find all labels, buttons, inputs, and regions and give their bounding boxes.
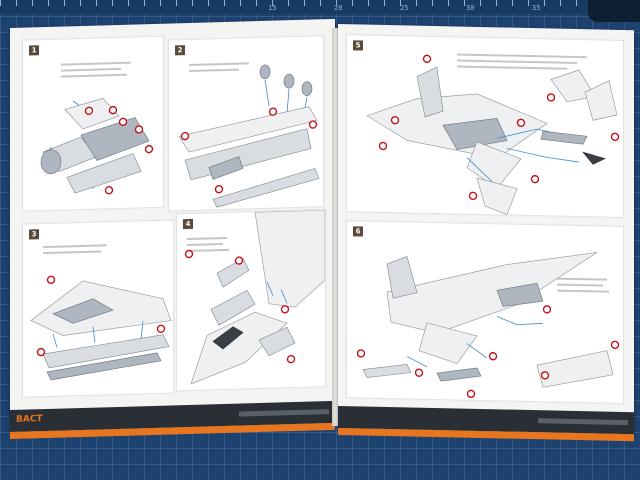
- ruler-tick: [464, 0, 465, 6]
- ruler-tick: [336, 0, 337, 6]
- ruler-tick: [192, 0, 193, 6]
- mat-ruler: 152025303540: [0, 0, 640, 14]
- ruler-tick: [208, 0, 209, 6]
- final-assembly-illustration: [356, 252, 620, 398]
- ruler-tick: [368, 0, 369, 6]
- ruler-tick: [272, 0, 273, 6]
- ruler-tick: [528, 0, 529, 6]
- ruler-tick: [0, 0, 1, 6]
- footer-brand-logo: BACT: [16, 414, 43, 425]
- ruler-tick: [16, 0, 17, 6]
- ruler-number: 20: [334, 4, 343, 12]
- step-panel-4: 4: [176, 209, 326, 392]
- page-footer-left: BACT: [10, 400, 335, 439]
- page-footer-right: [338, 406, 634, 442]
- footer-note: [538, 418, 628, 426]
- ruler-number: 25: [400, 4, 409, 12]
- step-panel-1: 1: [22, 35, 164, 212]
- ruler-tick: [576, 0, 577, 6]
- engine-intake-illustration: [40, 98, 154, 195]
- mat-corner: [588, 0, 640, 22]
- ruler-tick: [96, 0, 97, 6]
- ruler-number: 30: [466, 4, 475, 12]
- ruler-tick: [128, 0, 129, 6]
- forward-fuselage-illustration: [184, 210, 325, 385]
- ruler-tick: [240, 0, 241, 6]
- landing-gear-bay-illustration: [178, 64, 320, 208]
- ruler-tick: [288, 0, 289, 6]
- ruler-tick: [432, 0, 433, 6]
- ruler-tick: [160, 0, 161, 6]
- fuselage-halves-illustration: [30, 275, 172, 381]
- step-panel-2: 2: [168, 35, 324, 212]
- ruler-tick: [64, 0, 65, 6]
- ruler-tick: [560, 0, 561, 6]
- ruler-tick: [448, 0, 449, 6]
- step-panel-5: 5: [346, 34, 624, 218]
- ruler-tick: [384, 0, 385, 6]
- airframe-assembly-illustration: [366, 54, 620, 215]
- ruler-tick: [512, 0, 513, 6]
- ruler-tick: [80, 0, 81, 6]
- ruler-tick: [144, 0, 145, 6]
- ruler-number: 35: [532, 4, 541, 12]
- ruler-number: 15: [268, 4, 277, 12]
- ruler-tick: [544, 0, 545, 6]
- ruler-tick: [400, 0, 401, 6]
- step-panel-6: 6: [346, 220, 624, 404]
- left-page: 1 2: [10, 18, 335, 439]
- ruler-tick: [352, 0, 353, 6]
- ruler-tick: [112, 0, 113, 6]
- ruler-tick: [496, 0, 497, 6]
- step-panel-3: 3: [22, 219, 174, 398]
- ruler-tick: [176, 0, 177, 6]
- right-page: 5: [338, 24, 634, 442]
- ruler-tick: [256, 0, 257, 6]
- ruler-tick: [416, 0, 417, 6]
- ruler-tick: [32, 0, 33, 6]
- ruler-tick: [48, 0, 49, 6]
- ruler-tick: [304, 0, 305, 6]
- ruler-tick: [480, 0, 481, 6]
- ruler-tick: [320, 0, 321, 6]
- booklet-spine: [332, 28, 342, 426]
- ruler-tick: [224, 0, 225, 6]
- footer-note: [239, 409, 329, 417]
- instruction-booklet: 1 2: [10, 18, 638, 442]
